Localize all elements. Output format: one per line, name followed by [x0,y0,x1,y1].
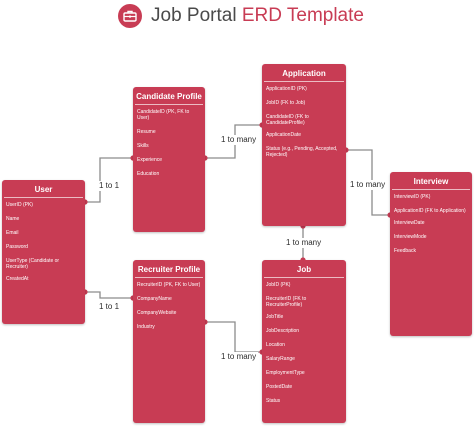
divider [4,197,83,198]
field: Email [6,230,19,236]
divider [264,277,344,278]
field: Name [6,216,20,222]
field: InterviewDate [394,220,425,226]
field: Experience [137,157,163,163]
field: ApplicationID (FK to Application) [394,208,466,214]
field: JobTitle [266,314,284,320]
entity-title: Job [296,265,312,274]
entity-title: Interview [413,177,449,186]
entity-title: User [34,185,53,194]
field: Industry [137,324,155,330]
field: Education [137,171,160,177]
connector-user-candidate [85,157,133,203]
field: PostedDate [266,384,293,390]
field: UserID (PK) [6,202,33,208]
entity-job[interactable]: Job JobID (PK) RecruiterID (FK to Recrui… [262,260,346,423]
field: SalaryRange [266,356,295,362]
rel-label-candidate-application: 1 to many [219,135,259,145]
field: ApplicationID (PK) [266,86,307,92]
divider [264,81,344,82]
field: CompanyWebsite [137,310,177,316]
rel-label-recruiter-job: 1 to many [219,352,259,362]
divider [392,189,470,190]
divider [135,277,203,278]
field: CompanyName [137,296,172,302]
field: Status (e.g., Pending, Accepted, Rejecte… [266,146,338,158]
page-title: Job Portal ERD Template [151,4,364,28]
field: Password [6,244,28,250]
title-accent: ERD Template [241,5,364,26]
entity-user[interactable]: User UserID (PK) Name Email Password Use… [2,180,85,324]
rel-label-job-application: 1 to many [284,238,324,248]
field: InterviewID (PK) [394,194,431,200]
rel-label-application-interview: 1 to many [348,180,388,190]
field: Feedback [394,248,416,254]
entity-interview[interactable]: Interview InterviewID (PK) ApplicationID… [390,172,472,336]
field: CandidateID (PK, FK to User) [137,109,190,121]
field: Skills [137,143,149,149]
field: Resume [137,129,156,135]
field: InterviewMode [394,234,427,240]
field: Location [266,342,285,348]
entity-title: Application [282,69,326,78]
entity-recruiter-profile[interactable]: Recruiter Profile RecruiterID (PK, FK to… [133,260,205,423]
header: Job Portal ERD Template [118,3,364,29]
field: RecruiterID (PK, FK to User) [137,282,201,288]
entity-title: Candidate Profile [136,92,202,101]
field: CreatedAt [6,276,29,282]
field: JobDescription [266,328,300,334]
field: Status [266,398,281,404]
field: CandidateID (FK to CandidateProfile) [266,114,309,126]
entity-title: Recruiter Profile [137,265,201,274]
rel-label-user-candidate: 1 to 1 [97,181,122,191]
connector-recruiter-job [205,321,262,353]
briefcase-logo-icon [118,4,142,28]
entity-application[interactable]: Application ApplicationID (PK) JobID (FK… [262,64,346,226]
title-main: Job Portal [151,5,242,26]
connector-user-recruiter [85,291,133,299]
field: EmploymentType [266,370,305,376]
field: RecruiterID (FK to RecruiterProfile) [266,296,307,308]
field: UserType (Candidate or Recruiter) [6,258,60,270]
field: JobID (FK to Job) [266,100,306,106]
rel-label-user-recruiter: 1 to 1 [97,302,122,312]
divider [135,104,203,105]
entity-candidate-profile[interactable]: Candidate Profile CandidateID (PK, FK to… [133,87,205,232]
field: JobID (PK) [266,282,291,288]
field: ApplicationDate [266,132,302,138]
